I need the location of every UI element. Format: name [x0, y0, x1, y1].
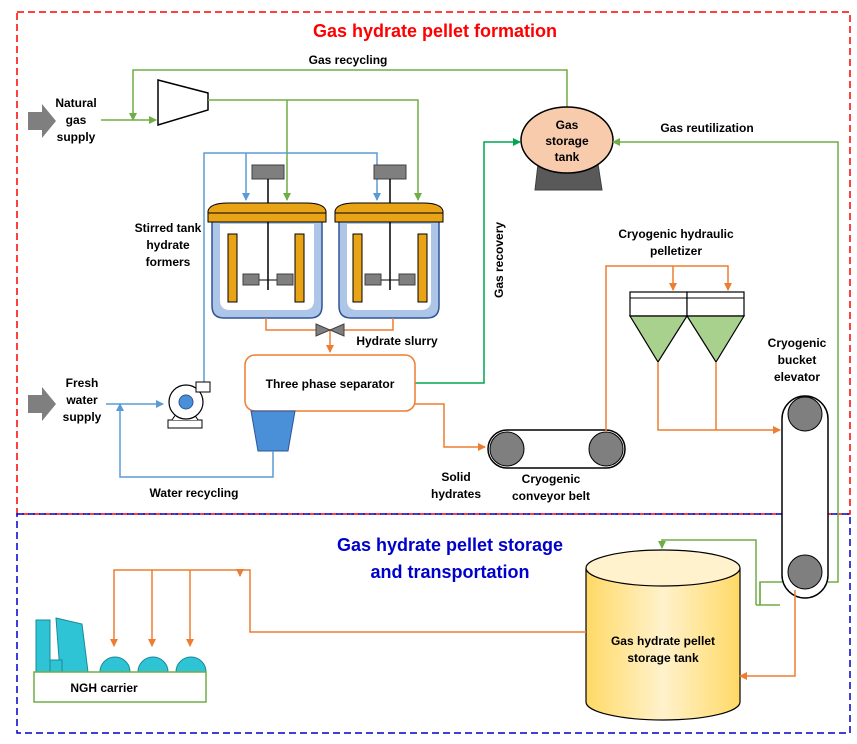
gas-recovery-label: Gas recovery — [492, 222, 506, 298]
solid-hydrates-label: Solid hydrates — [431, 470, 481, 501]
svg-text:hydrates: hydrates — [431, 487, 481, 501]
gas-compressor — [157, 79, 209, 127]
storage-title-line1: Gas hydrate pellet storage — [337, 535, 563, 555]
cryogenic-conveyor-belt-label: Cryogenic conveyor belt — [512, 472, 590, 503]
gas-recovery-line — [415, 138, 521, 384]
stirred-tank-label: Stirred tank hydrate formers — [135, 221, 202, 269]
formation-section-border — [16, 11, 851, 515]
gas-reutilization-line — [612, 138, 839, 583]
gas-recycling-label: Gas recycling — [309, 53, 388, 67]
gas-storage-tank: Gas storage tank — [520, 106, 614, 191]
cryogenic-hydraulic-pelletizer — [628, 291, 746, 364]
storage-section-border — [16, 513, 851, 734]
svg-text:supply: supply — [63, 410, 102, 424]
gas-hydrate-pellet-storage-tank: Gas hydrate pellet storage tank — [585, 549, 741, 721]
svg-text:hydrate: hydrate — [146, 238, 190, 252]
stirred-tank-reactor-1 — [207, 164, 327, 319]
gas-recycling-line — [129, 69, 568, 121]
stirred-tank-reactor-2 — [334, 164, 444, 319]
svg-text:storage tank: storage tank — [627, 651, 699, 665]
separator-water-outlet — [250, 410, 296, 452]
cryogenic-pelletizer-label: Cryogenic hydraulic pelletizer — [618, 227, 734, 258]
svg-text:Cryogenic: Cryogenic — [522, 472, 581, 486]
compressor-outlet-line — [208, 99, 422, 201]
svg-text:Cryogenic: Cryogenic — [768, 336, 827, 350]
three-phase-separator — [244, 354, 416, 412]
svg-text:Gas: Gas — [556, 118, 579, 132]
conveyor-to-pelletizer-line — [605, 265, 732, 432]
water-recycling-label: Water recycling — [150, 486, 239, 500]
water-recycling-line — [116, 403, 274, 478]
slurry-valve — [315, 323, 345, 337]
storage-title-line2: and transportation — [370, 562, 529, 582]
svg-text:pelletizer: pelletizer — [650, 244, 702, 258]
hydrate-slurry-label: Hydrate slurry — [356, 334, 438, 348]
svg-text:elevator: elevator — [774, 370, 820, 384]
natural-gas-supply-label: Natural gas supply — [55, 96, 96, 144]
svg-text:tank: tank — [555, 150, 580, 164]
fresh-water-supply-label: Fresh water supply — [63, 376, 102, 424]
svg-text:conveyor belt: conveyor belt — [512, 489, 590, 503]
gas-reutilization-label: Gas reutilization — [660, 121, 753, 135]
svg-text:storage: storage — [545, 134, 589, 148]
tank-vent-gas-line — [759, 582, 780, 606]
svg-text:Cryogenic hydraulic: Cryogenic hydraulic — [618, 227, 734, 241]
svg-text:Fresh: Fresh — [66, 376, 99, 390]
hydrate-slurry-line — [265, 318, 394, 331]
cryogenic-conveyor-belt — [487, 429, 626, 469]
three-phase-separator-label: Three phase separator — [266, 377, 395, 391]
svg-text:formers: formers — [146, 255, 191, 269]
cryogenic-bucket-elevator — [781, 395, 829, 599]
storage-to-carrier-line — [110, 569, 586, 647]
svg-text:Gas hydrate pellet: Gas hydrate pellet — [611, 634, 715, 648]
water-pump — [167, 381, 211, 429]
cryogenic-bucket-elevator-label: Cryogenic bucket elevator — [768, 336, 827, 384]
svg-text:Natural: Natural — [55, 96, 96, 110]
elevator-to-storage-line — [739, 590, 796, 680]
svg-text:Stirred tank: Stirred tank — [135, 221, 202, 235]
svg-text:bucket: bucket — [778, 353, 817, 367]
svg-text:gas: gas — [66, 113, 87, 127]
elevator-to-tank-green — [658, 539, 757, 605]
svg-text:water: water — [65, 393, 98, 407]
solid-hydrates-line — [415, 403, 486, 451]
natural-gas-supply-arrow — [28, 104, 56, 138]
pelletizer-output-line — [657, 362, 781, 434]
ngh-carrier-ship — [33, 617, 207, 703]
fresh-water-supply-arrow — [28, 387, 56, 421]
ngh-carrier-label: NGH carrier — [70, 681, 138, 695]
svg-text:supply: supply — [57, 130, 96, 144]
formation-title: Gas hydrate pellet formation — [313, 21, 557, 41]
svg-text:Solid: Solid — [441, 470, 470, 484]
